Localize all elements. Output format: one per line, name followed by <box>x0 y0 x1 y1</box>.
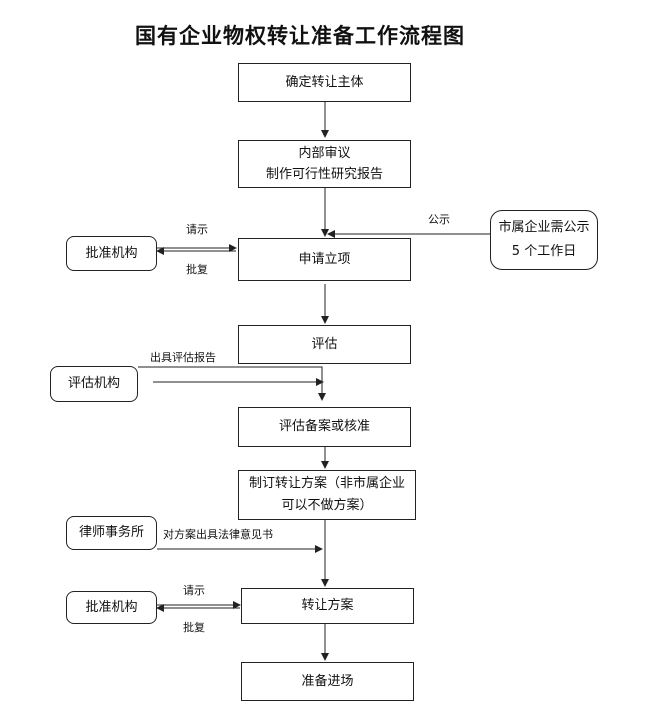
step-evaluation-label: 评估 <box>311 336 338 352</box>
node-approval-org-2: 批准机构 <box>66 591 157 624</box>
node-municipal-notice-line2: 5 个工作日 <box>511 244 577 259</box>
step-filing-label: 评估备案或核准 <box>278 419 370 434</box>
step-confirm-subject: 确定转让主体 <box>238 63 411 102</box>
node-approval-org-1: 批准机构 <box>66 236 157 271</box>
edge-label-legal-opinion: 对方案出具法律意见书 <box>163 528 273 541</box>
step-transfer-plan: 转让方案 <box>241 588 414 624</box>
step-transfer-plan-label: 转让方案 <box>301 598 354 613</box>
step-filing: 评估备案或核准 <box>238 407 411 447</box>
edge-label-reply-2: 批复 <box>183 621 205 634</box>
step-evaluation: 评估 <box>238 325 411 364</box>
node-law-firm: 律师事务所 <box>66 516 157 550</box>
step-ready-label: 准备进场 <box>301 673 354 689</box>
step-internal-review-line1: 内部审议 <box>298 146 351 161</box>
edge-label-request-1: 请示 <box>186 223 208 236</box>
step-transfer-plan-draft-line1: 制订转让方案（非市属企业 <box>248 476 405 491</box>
step-internal-review: 内部审议 制作可行性研究报告 <box>238 140 411 188</box>
node-evaluation-org-label: 评估机构 <box>67 376 120 391</box>
node-approval-org-1-label: 批准机构 <box>85 245 138 261</box>
node-evaluation-org: 评估机构 <box>50 366 138 402</box>
node-approval-org-2-label: 批准机构 <box>85 599 138 615</box>
step-internal-review-line2: 制作可行性研究报告 <box>265 167 383 182</box>
step-apply-project: 申请立项 <box>238 238 411 281</box>
edge-label-reply-1: 批复 <box>186 263 208 276</box>
step-ready: 准备进场 <box>241 662 414 701</box>
page-title: 国有企业物权转让准备工作流程图 <box>135 24 465 48</box>
step-confirm-subject-label: 确定转让主体 <box>285 74 364 90</box>
edge-label-publicity: 公示 <box>428 213 450 226</box>
step-apply-project-label: 申请立项 <box>298 251 351 267</box>
edge-label-issue-report: 出具评估报告 <box>150 351 216 364</box>
arrow-evaluation-org-to-flow <box>138 366 326 401</box>
node-law-firm-label: 律师事务所 <box>78 525 144 540</box>
step-transfer-plan-draft: 制订转让方案（非市属企业 可以不做方案） <box>238 470 416 520</box>
node-municipal-notice-line1: 市属企业需公示 <box>498 220 590 235</box>
edge-label-request-2: 请示 <box>183 584 205 597</box>
node-municipal-notice: 市属企业需公示 5 个工作日 <box>490 210 598 270</box>
step-transfer-plan-draft-line2: 可以不做方案） <box>281 498 373 513</box>
